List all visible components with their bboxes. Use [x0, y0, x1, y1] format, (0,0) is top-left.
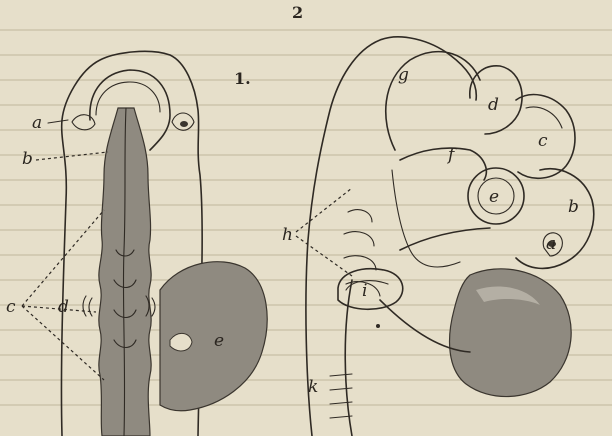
page-number: 2: [292, 3, 303, 22]
fig1-label-a: a: [32, 113, 42, 133]
fig1-yolk-notch: [170, 333, 192, 351]
fig1-number: 1.: [234, 69, 251, 88]
fig2-label-d: d: [488, 95, 499, 115]
fig1-label-b: b: [22, 149, 33, 169]
fig2-label-k: k: [308, 377, 318, 397]
fig2-label-a: a: [546, 234, 556, 254]
fig1-label-e: e: [214, 331, 224, 351]
fig2-label-i: i: [362, 281, 367, 301]
fig1-label-c: c: [6, 297, 16, 317]
fig1-label-d: d: [58, 297, 69, 317]
fig1-optic-pit-right: [180, 121, 188, 127]
fig2-dot: [376, 324, 380, 328]
fig2-label-e: e: [489, 187, 499, 207]
fig2-label-h: h: [282, 225, 293, 245]
fig2-label-g: g: [398, 65, 409, 85]
fig2-label-b: b: [568, 197, 579, 217]
fig2-label-c: c: [538, 131, 548, 151]
